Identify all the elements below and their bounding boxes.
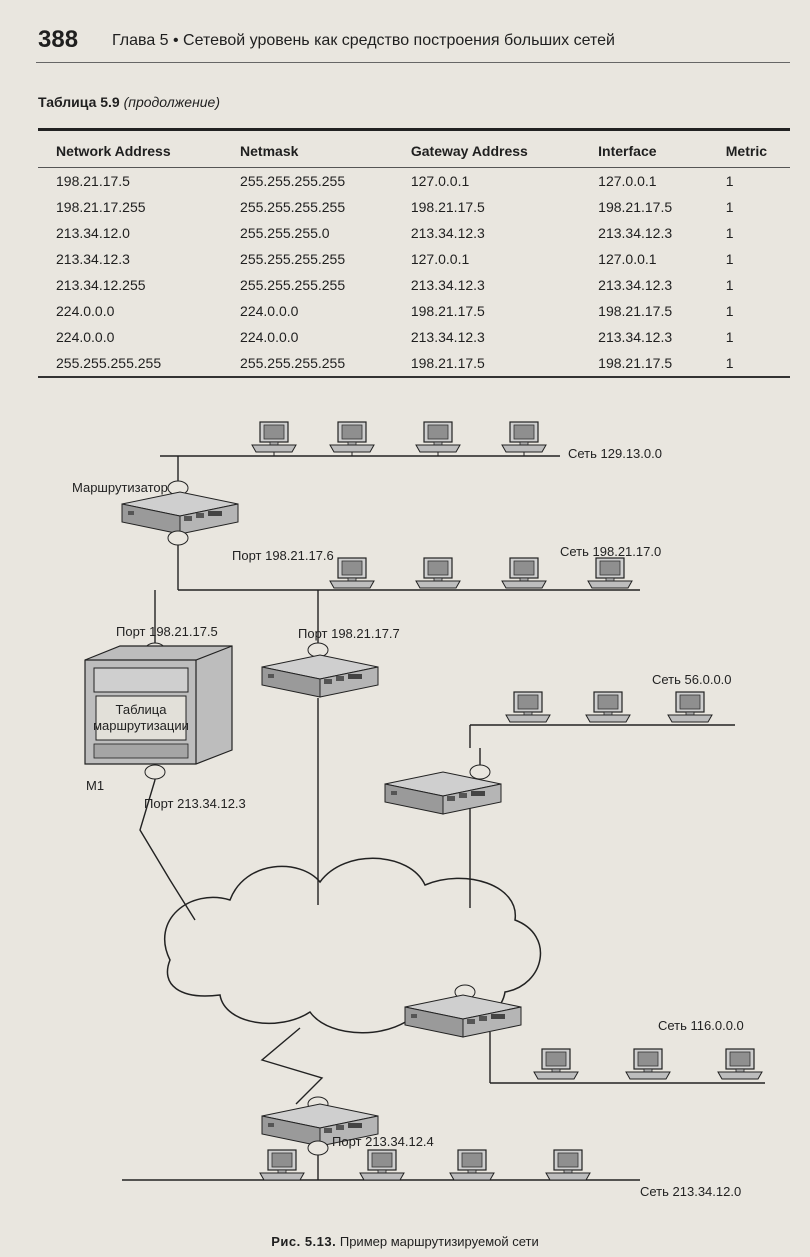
label-port-198-7: Порт 198.21.17.7: [298, 626, 400, 641]
cell-interface: 213.34.12.3: [598, 225, 673, 241]
table-row: 255.255.255.255 255.255.255.255 198.21.1…: [38, 350, 790, 378]
label-m1: М1: [86, 778, 104, 793]
cell-metric: 1: [725, 277, 734, 293]
table-caption-note: (продолжение): [123, 94, 221, 110]
table-row: 224.0.0.0 224.0.0.0 213.34.12.3 213.34.1…: [38, 324, 790, 350]
cell-netmask: 255.255.255.255: [240, 173, 346, 189]
cell-gateway: 213.34.12.3: [410, 225, 485, 241]
label-port-213-4: Порт 213.34.12.4: [332, 1134, 434, 1149]
label-port-198-6: Порт 198.21.17.6: [232, 548, 334, 563]
label-net-56: Сеть 56.0.0.0: [652, 672, 732, 687]
running-title: Глава 5 • Сетевой уровень как средство п…: [112, 32, 615, 49]
hosts-net-116: [533, 1048, 763, 1080]
hosts-net-129: [251, 421, 547, 456]
cell-network: 198.21.17.5: [56, 173, 130, 189]
table-row: 224.0.0.0 224.0.0.0 198.21.17.5 198.21.1…: [38, 298, 790, 324]
cell-gateway: 198.21.17.5: [410, 303, 485, 319]
figure-caption: Рис. 5.13. Пример маршрутизируемой сети: [0, 1234, 810, 1249]
cell-netmask: 255.255.255.0: [240, 225, 330, 241]
cell-interface: 198.21.17.5: [598, 199, 673, 215]
router-m1: [84, 642, 233, 780]
routing-table: Network Address Netmask Gateway Address …: [38, 128, 790, 378]
cell-gateway: 127.0.0.1: [410, 173, 470, 189]
cell-netmask: 224.0.0.0: [240, 329, 299, 345]
router-middle-right: [384, 764, 502, 815]
col-metric: Metric: [707, 128, 790, 168]
cell-interface: 198.21.17.5: [580, 350, 708, 378]
table-header-row: Network Address Netmask Gateway Address …: [38, 128, 790, 168]
cell-network: 213.34.12.3: [56, 251, 130, 267]
cell-netmask: 255.255.255.255: [222, 350, 393, 378]
table-row: 198.21.17.5 255.255.255.255 127.0.0.1 12…: [38, 168, 790, 195]
label-net-213: Сеть 213.34.12.0: [640, 1184, 741, 1199]
cell-gateway: 198.21.17.5: [392, 350, 581, 378]
cell-network: 213.34.12.0: [56, 225, 130, 241]
label-router: Маршрутизатор: [72, 480, 168, 495]
router-middle-left: [261, 642, 379, 698]
cell-metric: 1: [707, 350, 790, 378]
cell-gateway: 198.21.17.5: [410, 199, 485, 215]
cell-network: 224.0.0.0: [56, 329, 115, 345]
cell-netmask: 224.0.0.0: [240, 303, 299, 319]
cell-metric: 1: [725, 251, 734, 267]
label-net-198: Сеть 198.21.17.0: [560, 544, 661, 559]
network-diagram: Маршрутизатор Сеть 129.13.0.0 Порт 198.2…: [72, 421, 765, 1199]
cell-network: 224.0.0.0: [56, 303, 115, 319]
cell-interface: 198.21.17.5: [598, 303, 673, 319]
label-routing-table-2: маршрутизации: [93, 718, 189, 733]
cell-netmask: 255.255.255.255: [240, 251, 346, 267]
page-number: 388: [38, 26, 79, 53]
cell-network: 213.34.12.255: [56, 277, 146, 293]
figure-number: Рис. 5.13.: [271, 1234, 337, 1249]
cell-interface: 213.34.12.3: [598, 277, 673, 293]
cell-interface: 127.0.0.1: [598, 251, 657, 267]
table-row: 213.34.12.0 255.255.255.0 213.34.12.3 21…: [38, 220, 790, 246]
table-row: 213.34.12.3 255.255.255.255 127.0.0.1 12…: [38, 246, 790, 272]
cell-metric: 1: [725, 225, 734, 241]
hosts-net-56: [505, 691, 713, 723]
cell-interface: 127.0.0.1: [598, 173, 657, 189]
label-net-116: Сеть 116.0.0.0: [658, 1018, 744, 1033]
col-interface: Interface: [580, 128, 708, 168]
col-gateway-address: Gateway Address: [392, 128, 581, 168]
cell-interface: 213.34.12.3: [598, 329, 673, 345]
cell-metric: 1: [725, 199, 734, 215]
header-rule: [36, 62, 790, 63]
table-row: 198.21.17.255 255.255.255.255 198.21.17.…: [38, 194, 790, 220]
col-network-address: Network Address: [38, 128, 223, 168]
label-port-198-5: Порт 198.21.17.5: [116, 624, 218, 639]
cell-netmask: 255.255.255.255: [240, 199, 346, 215]
cell-network: 198.21.17.255: [56, 199, 146, 215]
hosts-net-198: [329, 557, 633, 589]
figure-title: Пример маршрутизируемой сети: [339, 1234, 539, 1249]
label-port-213-3: Порт 213.34.12.3: [144, 796, 246, 811]
cell-gateway: 213.34.12.3: [410, 329, 485, 345]
cell-network: 255.255.255.255: [38, 350, 223, 378]
hosts-net-213: [259, 1149, 591, 1181]
label-net-129: Сеть 129.13.0.0: [568, 446, 662, 461]
label-routing-table-1: Таблица: [116, 702, 168, 717]
cell-metric: 1: [725, 173, 734, 189]
internetwork-cloud: [163, 857, 542, 1034]
cell-netmask: 255.255.255.255: [240, 277, 346, 293]
cell-metric: 1: [725, 303, 734, 319]
col-netmask: Netmask: [222, 128, 393, 168]
table-caption-number: Таблица 5.9: [38, 94, 120, 110]
page-header: 388 Глава 5 • Сетевой уровень как средст…: [0, 22, 810, 63]
table-caption: Таблица 5.9 (продолжение): [38, 94, 220, 110]
cell-metric: 1: [725, 329, 734, 345]
cell-gateway: 213.34.12.3: [410, 277, 485, 293]
cell-gateway: 127.0.0.1: [410, 251, 470, 267]
table-row: 213.34.12.255 255.255.255.255 213.34.12.…: [38, 272, 790, 298]
